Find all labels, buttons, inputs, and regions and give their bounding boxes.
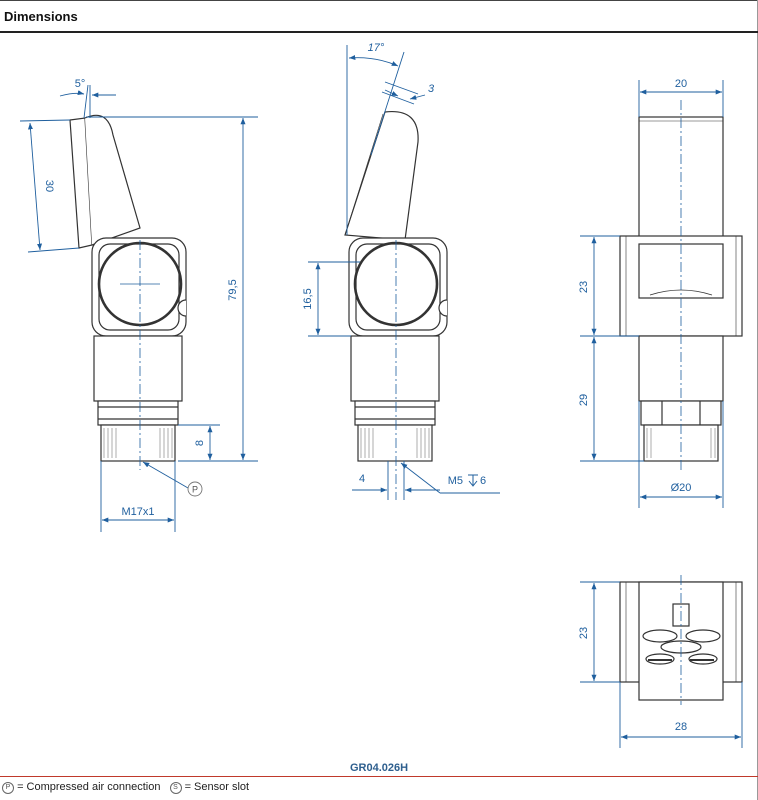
dim-center-height: 16,5	[302, 288, 314, 309]
air-connection-icon: P	[2, 782, 14, 794]
dim-port-thread: M5	[448, 475, 463, 487]
dim-thread-length: 8	[194, 440, 206, 446]
dim-opening-angle: 17°	[368, 42, 385, 54]
open-view-dimensions	[308, 45, 500, 500]
dim-overall-height: 79,5	[227, 279, 239, 300]
legend-sensor-text: = Sensor slot	[184, 781, 250, 793]
dim-front-width: 20	[675, 78, 687, 90]
dim-top-width: 28	[675, 721, 687, 733]
dim-upper-height: 23	[578, 281, 590, 293]
top-border	[0, 0, 758, 1]
section-title: Dimensions	[4, 9, 78, 24]
dim-port-depth: 6	[480, 475, 486, 487]
dim-port-offset: 4	[359, 473, 365, 485]
top-view	[619, 575, 743, 705]
dim-thread-size: M17x1	[121, 506, 154, 518]
depth-symbol-icon	[468, 474, 478, 487]
side-view	[69, 114, 187, 470]
technical-drawing: P 5° 30 79,5 8 M17x1	[19, 42, 743, 748]
dim-tilt-angle: 5°	[75, 78, 86, 90]
header-divider	[0, 31, 758, 33]
front-view-dimensions	[580, 80, 724, 508]
air-marker-circle	[187, 481, 203, 497]
dim-top-height: 23	[578, 627, 590, 639]
dim-body-diameter: Ø20	[671, 482, 692, 494]
top-view-dimensions	[580, 581, 743, 748]
legend-air-text: = Compressed air connection	[17, 781, 161, 793]
drawing-code: GR04.026H	[349, 762, 409, 774]
dim-jaw-length: 30	[43, 180, 55, 192]
front-view	[619, 100, 743, 470]
legend: P = Compressed air connection S = Sensor…	[2, 781, 249, 794]
dim-lower-height: 29	[578, 394, 590, 406]
footer-divider	[0, 776, 758, 777]
open-view	[344, 110, 448, 500]
section-header: Dimensions	[0, 0, 758, 33]
dim-jaw-width: 3	[428, 83, 435, 95]
sensor-slot-icon: S	[169, 782, 182, 794]
air-marker-label: P	[192, 485, 198, 495]
side-view-dimensions	[19, 84, 258, 532]
